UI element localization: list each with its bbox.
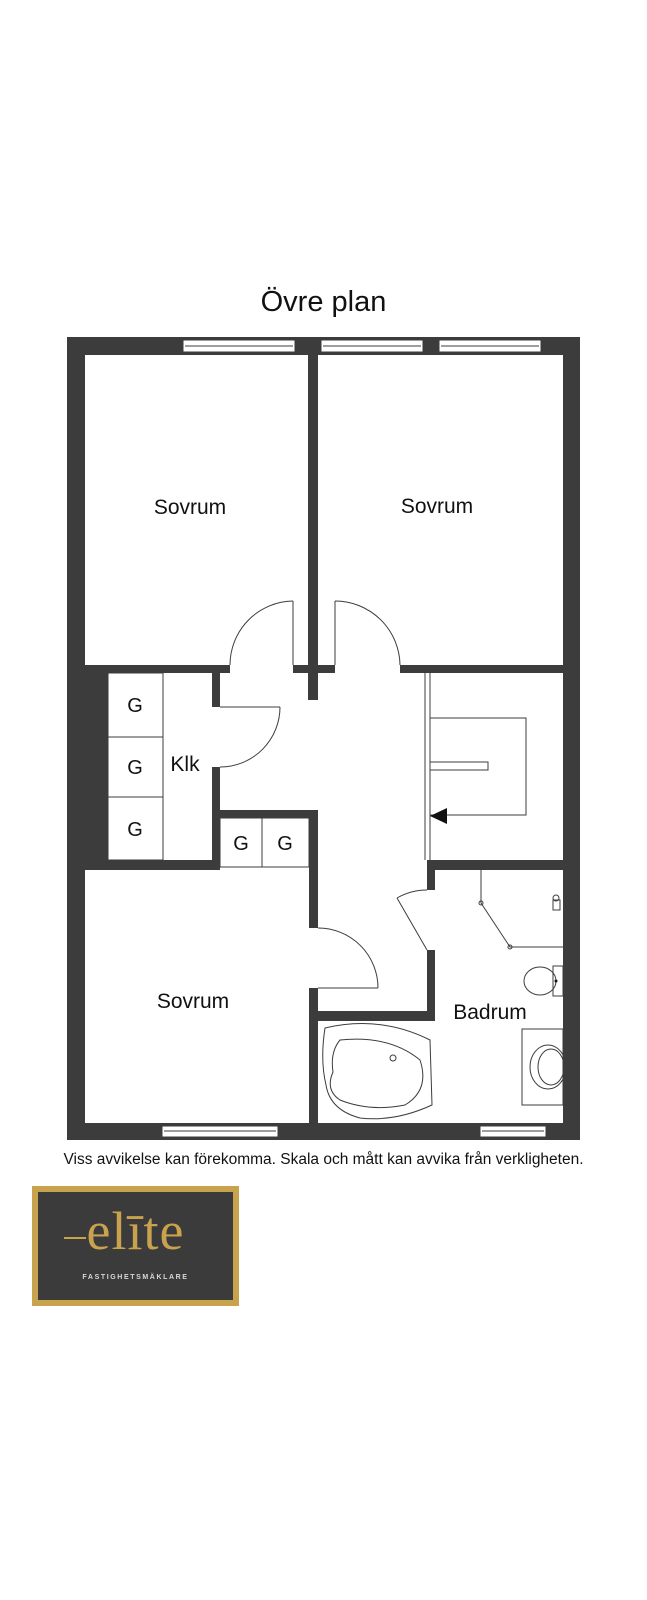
wardrobe-label: G	[127, 757, 143, 779]
elite-logo: elīte FASTIGHETSMÄKLARE	[32, 1186, 239, 1306]
logo-bar	[64, 1237, 86, 1239]
wardrobes: G G G G G	[107, 672, 310, 868]
door	[219, 706, 281, 768]
door	[229, 600, 294, 666]
wardrobe-label: G	[127, 819, 143, 841]
room-label-bedroom: Sovrum	[401, 495, 473, 518]
shower-head-icon	[552, 894, 561, 911]
window	[438, 339, 542, 353]
logo-word: elīte	[86, 1201, 185, 1261]
windows	[161, 339, 547, 1138]
logo-tagline: FASTIGHETSMÄKLARE	[82, 1274, 189, 1281]
doors	[219, 600, 428, 989]
door	[396, 889, 428, 951]
staircase	[424, 673, 527, 860]
stair-arrow-icon	[430, 808, 447, 824]
window	[320, 339, 424, 353]
disclaimer: Viss avvikelse kan förekomma. Skala och …	[63, 1151, 584, 1168]
wardrobe-label: G	[127, 695, 143, 717]
bathtub-icon	[322, 1023, 433, 1120]
window	[161, 1125, 279, 1138]
window	[479, 1125, 547, 1138]
door	[317, 927, 379, 989]
wardrobe-label: G	[233, 833, 249, 855]
window	[182, 339, 296, 353]
door	[334, 600, 401, 666]
shower-screen	[480, 870, 563, 948]
interior-walls	[85, 355, 563, 1123]
sink-icon	[521, 1028, 567, 1106]
room-label-closet: Klk	[170, 753, 200, 776]
room-label-bedroom: Sovrum	[154, 496, 226, 519]
floor-title: Övre plan	[260, 286, 387, 318]
wardrobe-label: G	[277, 833, 293, 855]
bathroom-fixtures	[322, 870, 567, 1120]
room-label-bathroom: Badrum	[453, 1001, 527, 1024]
toilet-icon	[523, 965, 564, 997]
room-label-bedroom: Sovrum	[157, 990, 229, 1013]
